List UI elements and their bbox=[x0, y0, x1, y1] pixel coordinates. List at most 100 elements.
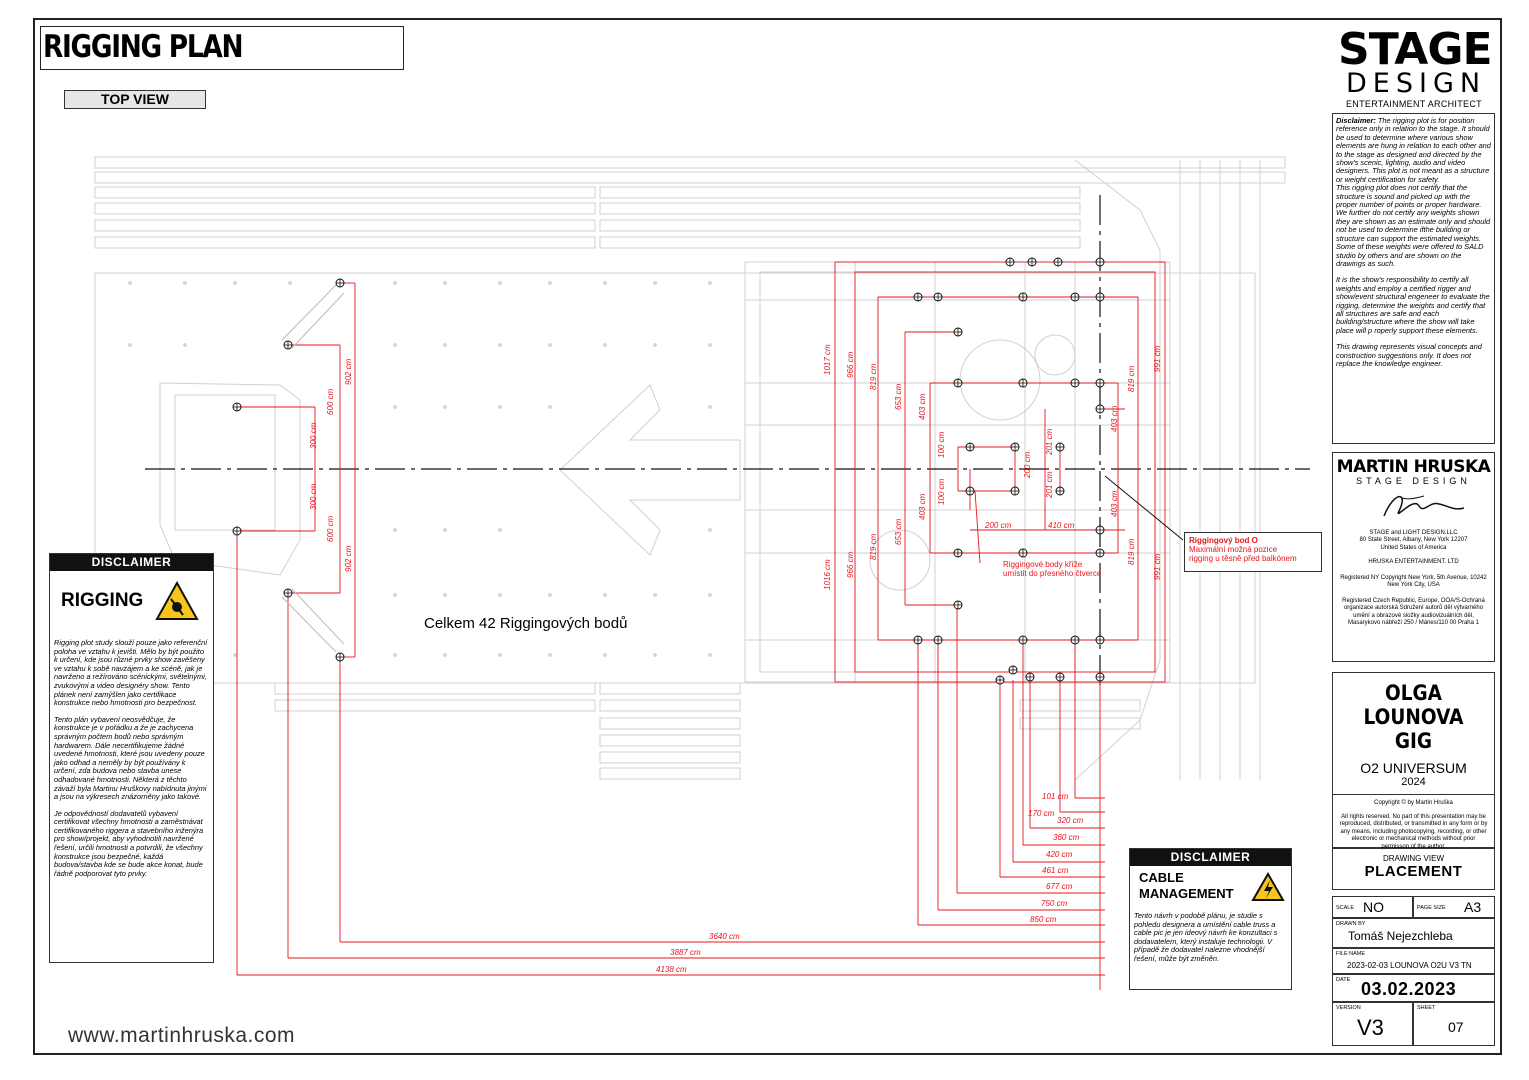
dim-label: 3887 cm bbox=[670, 948, 701, 957]
venue-name: O2 UNIVERSUM bbox=[1360, 760, 1467, 776]
dim-label: 100 cm bbox=[937, 478, 946, 505]
drawn-by-cell: DRAWN BY Tomáš Nejezchleba bbox=[1332, 918, 1495, 948]
dim-label: 750 cm bbox=[1041, 899, 1068, 908]
rigging-points bbox=[232, 257, 1105, 685]
sheet-cell: SHEET 07 bbox=[1413, 1002, 1495, 1046]
dim-label: 819 cm bbox=[869, 363, 878, 390]
designer-name: MARTIN HRUSKA bbox=[1336, 457, 1491, 477]
date-cell: DATE 03.02.2023 bbox=[1332, 974, 1495, 1002]
dim-label: 403 cm bbox=[918, 393, 927, 420]
sheet-value: 07 bbox=[1448, 1019, 1464, 1035]
dim-label: 403 cm bbox=[1110, 405, 1119, 432]
electric-warning-icon bbox=[1251, 872, 1285, 901]
view-label: TOP VIEW bbox=[64, 90, 206, 109]
dim-label: 420 cm bbox=[1046, 850, 1073, 859]
rigging-point-o-line1: Maximální možná pozice bbox=[1189, 545, 1278, 554]
dim-label: 1017 cm bbox=[823, 344, 832, 375]
warning-icon bbox=[155, 581, 199, 620]
dim-label: 461 cm bbox=[1042, 866, 1069, 875]
dim-label: 100 cm bbox=[937, 431, 946, 458]
designer-registration1: Registered NY Copyright New York, 5th Av… bbox=[1340, 574, 1487, 589]
drawing-view-value: PLACEMENT bbox=[1364, 863, 1463, 880]
drawing-view-cell: DRAWING VIEW PLACEMENT bbox=[1332, 848, 1495, 890]
logo-design: DESIGN bbox=[1346, 68, 1487, 99]
drawn-by-value: Tomáš Nejezchleba bbox=[1348, 929, 1453, 943]
date-label: DATE bbox=[1336, 977, 1351, 983]
sidebar-disclaimer-p3: It is the show's responsibility to certi… bbox=[1336, 275, 1490, 335]
rigging-disclaimer-p3: Je odpovědností dodavatelů vybavení cert… bbox=[54, 808, 204, 878]
drawing-view-label: DRAWING VIEW bbox=[1382, 854, 1445, 863]
drawn-by-label: DRAWN BY bbox=[1336, 921, 1366, 927]
rigging-disclaimer-p1: Rigging plot study slouží pouze jako ref… bbox=[54, 638, 208, 708]
cable-disclaimer-title1: CABLE bbox=[1139, 870, 1184, 885]
page-size-label: PAGE SIZE bbox=[1417, 905, 1446, 911]
file-name-value: 2023-02-03 LOUNOVA O2U V3 TN bbox=[1347, 961, 1472, 970]
rigging-disclaimer-panel: DISCLAIMER RIGGING Rigging plot study sl… bbox=[49, 553, 214, 963]
designer-address1: 80 State Street, Albany, New York 12207 bbox=[1359, 537, 1468, 543]
version-label: VERSION bbox=[1336, 1005, 1361, 1011]
designer-subtitle: STAGE DESIGN bbox=[1356, 476, 1471, 486]
drawing-frame bbox=[33, 18, 1502, 1055]
sidebar-disclaimer-p1: The rigging plot is for position referen… bbox=[1336, 116, 1491, 184]
dim-label: 600 cm bbox=[326, 515, 335, 542]
rigging-point-o-note: Riggingový bod O Maximální možná pozice … bbox=[1184, 532, 1322, 572]
copyright: Copyright © by Martin Hruška bbox=[1374, 800, 1453, 806]
rigging-point-o-title: Riggingový bod O bbox=[1189, 536, 1258, 545]
cable-disclaimer-body: Tento návrh v podobě plánu, je studie s … bbox=[1134, 911, 1278, 963]
file-name-cell: FILE NAME 2023-02-03 LOUNOVA O2U V3 TN bbox=[1332, 948, 1495, 974]
project-title-line2: GIG bbox=[1394, 729, 1433, 753]
cross-points-note-line1: Riggingové body kříže bbox=[1003, 560, 1083, 569]
dim-label: 966 cm bbox=[846, 551, 855, 578]
rigging-disclaimer-title-row: RIGGING bbox=[50, 571, 213, 639]
project-box: OLGA LOUNOVA GIG O2 UNIVERSUM 2024 Copyr… bbox=[1332, 672, 1495, 850]
sheet-label: SHEET bbox=[1417, 1005, 1436, 1011]
dim-label: 991 cm bbox=[1153, 345, 1162, 372]
designer-registration2: Registered Czech Republic, Europe, OOA/S… bbox=[1342, 597, 1485, 627]
date-value: 03.02.2023 bbox=[1361, 979, 1457, 999]
cable-disclaimer-header: DISCLAIMER bbox=[1130, 849, 1291, 866]
seating-top bbox=[94, 156, 1286, 249]
dim-label: 991 cm bbox=[1153, 553, 1162, 580]
page-size-value: A3 bbox=[1464, 899, 1482, 915]
dim-label: 902 cm bbox=[344, 358, 353, 385]
dim-label: 677 cm bbox=[1046, 882, 1073, 891]
sidebar-disclaimer-p2: This rigging plot does not certify that … bbox=[1336, 183, 1491, 268]
dim-label: 320 cm bbox=[1057, 816, 1084, 825]
dim-label: 170 cm bbox=[1028, 809, 1055, 818]
dim-label: 300 cm bbox=[309, 422, 318, 449]
dim-label: 3640 cm bbox=[709, 932, 740, 941]
dim-label: 410 cm bbox=[1048, 521, 1075, 530]
dim-label: 819 cm bbox=[1127, 538, 1136, 565]
dim-label: 300 cm bbox=[309, 483, 318, 510]
dim-label: 850 cm bbox=[1030, 915, 1057, 924]
scale-cell: SCALE NO bbox=[1332, 896, 1413, 918]
dim-label: 966 cm bbox=[846, 351, 855, 378]
dim-label: 600 cm bbox=[326, 388, 335, 415]
dim-label: 1016 cm bbox=[823, 559, 832, 590]
logo-subtitle: ENTERTAINMENT ARCHITECT bbox=[1346, 99, 1482, 109]
file-name-label: FILE NAME bbox=[1336, 951, 1366, 957]
cable-disclaimer-title2: MANAGEMENT bbox=[1139, 886, 1234, 901]
dim-label: 653 cm bbox=[894, 518, 903, 545]
website-url[interactable]: www.martinhruska.com bbox=[68, 1024, 296, 1047]
version-value: V3 bbox=[1357, 1015, 1384, 1040]
sidebar-disclaimer-lead: Disclaimer: bbox=[1336, 116, 1376, 125]
project-title-line1: OLGA LOUNOVA bbox=[1363, 681, 1464, 729]
rights-notice: All rights reserved. No part of this pre… bbox=[1339, 813, 1488, 850]
dim-label: 653 cm bbox=[894, 383, 903, 410]
dim-label: 819 cm bbox=[1127, 365, 1136, 392]
logo-stage: STAGE bbox=[1338, 24, 1493, 75]
dim-label: 902 cm bbox=[344, 545, 353, 572]
dim-label: 201 cm bbox=[1045, 471, 1054, 499]
designer-address2: United States of America bbox=[1380, 544, 1447, 551]
dim-label: 101 cm bbox=[1042, 792, 1069, 801]
dim-label: 819 cm bbox=[869, 533, 878, 560]
dim-label: 403 cm bbox=[1110, 490, 1119, 517]
total-points-label: Celkem 42 Riggingových bodů bbox=[424, 615, 628, 632]
designer-company2: HRUSKA ENTERTAINMENT. LTD bbox=[1368, 559, 1459, 565]
page-size-cell: PAGE SIZE A3 bbox=[1413, 896, 1495, 918]
cross-points-note-line2: umístit do přesného čtverce bbox=[1003, 569, 1102, 578]
rigging-point-o-line2: rigging u těsně před balkónem bbox=[1189, 554, 1297, 563]
rigging-disclaimer-p2: Tento plán vybavení neosvědčuje, že kons… bbox=[54, 714, 207, 802]
dim-label: 200 cm bbox=[1023, 451, 1032, 479]
